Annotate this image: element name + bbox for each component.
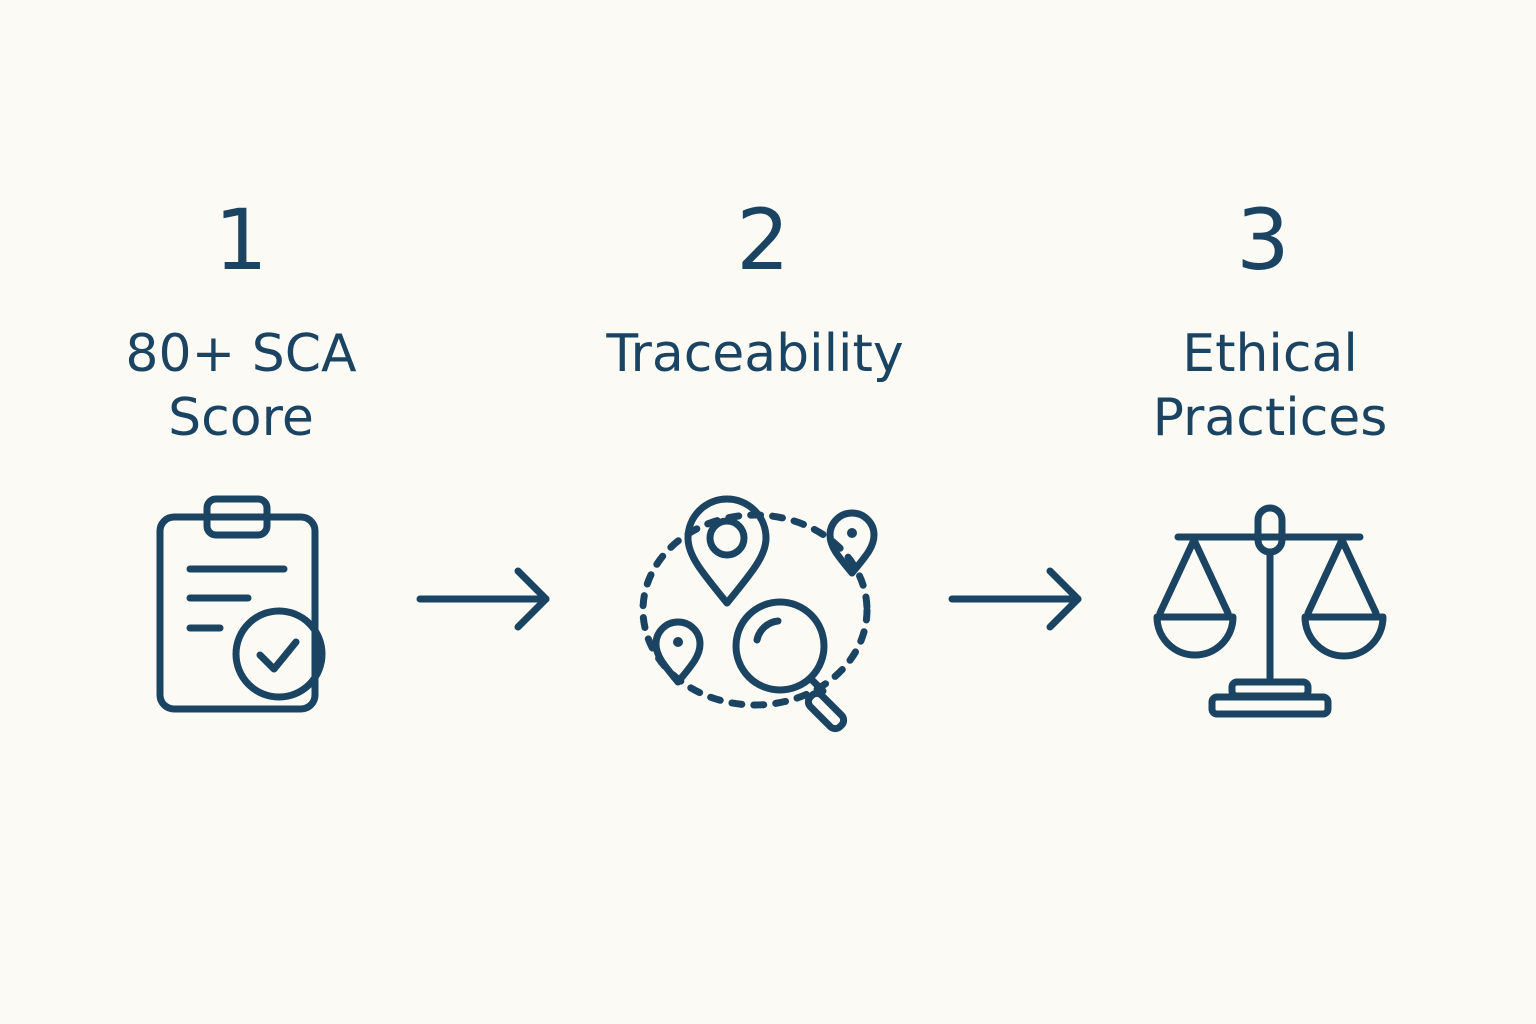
step-number: 2 (736, 191, 790, 289)
step-title: Ethical Practices (1152, 324, 1388, 448)
step-number: 1 (214, 191, 268, 289)
step-title: Traceability (606, 324, 904, 384)
step-number: 3 (1236, 191, 1290, 289)
step-title: 80+ SCA Score (125, 324, 357, 448)
